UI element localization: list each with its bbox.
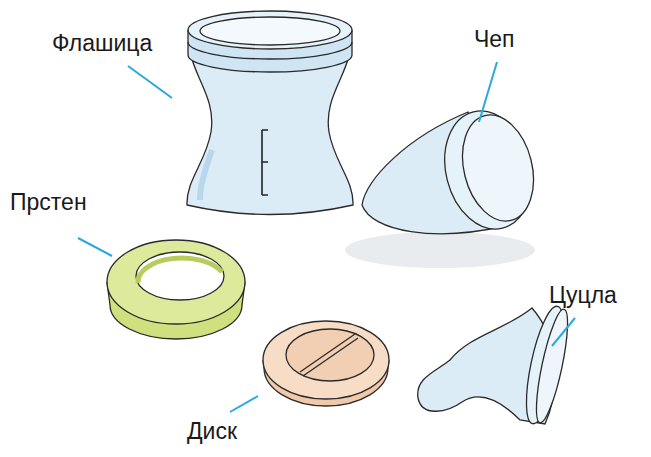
disk-drawing	[263, 321, 389, 406]
part-label: Цуцла	[549, 282, 617, 308]
bottle-drawing	[187, 11, 353, 215]
part-label: Флашица	[52, 30, 152, 56]
nipple-drawing	[418, 303, 574, 426]
leader-line	[552, 318, 575, 346]
leader-line	[128, 66, 172, 98]
leader-line	[479, 62, 497, 122]
ring-drawing	[107, 240, 245, 339]
leader-line	[230, 396, 258, 412]
part-label: Прстен	[10, 189, 87, 215]
part-label: Чеп	[474, 26, 515, 52]
leader-line	[78, 238, 112, 256]
leader-lines	[78, 62, 575, 412]
cap-drawing	[345, 102, 544, 268]
part-label: Диск	[187, 418, 237, 444]
